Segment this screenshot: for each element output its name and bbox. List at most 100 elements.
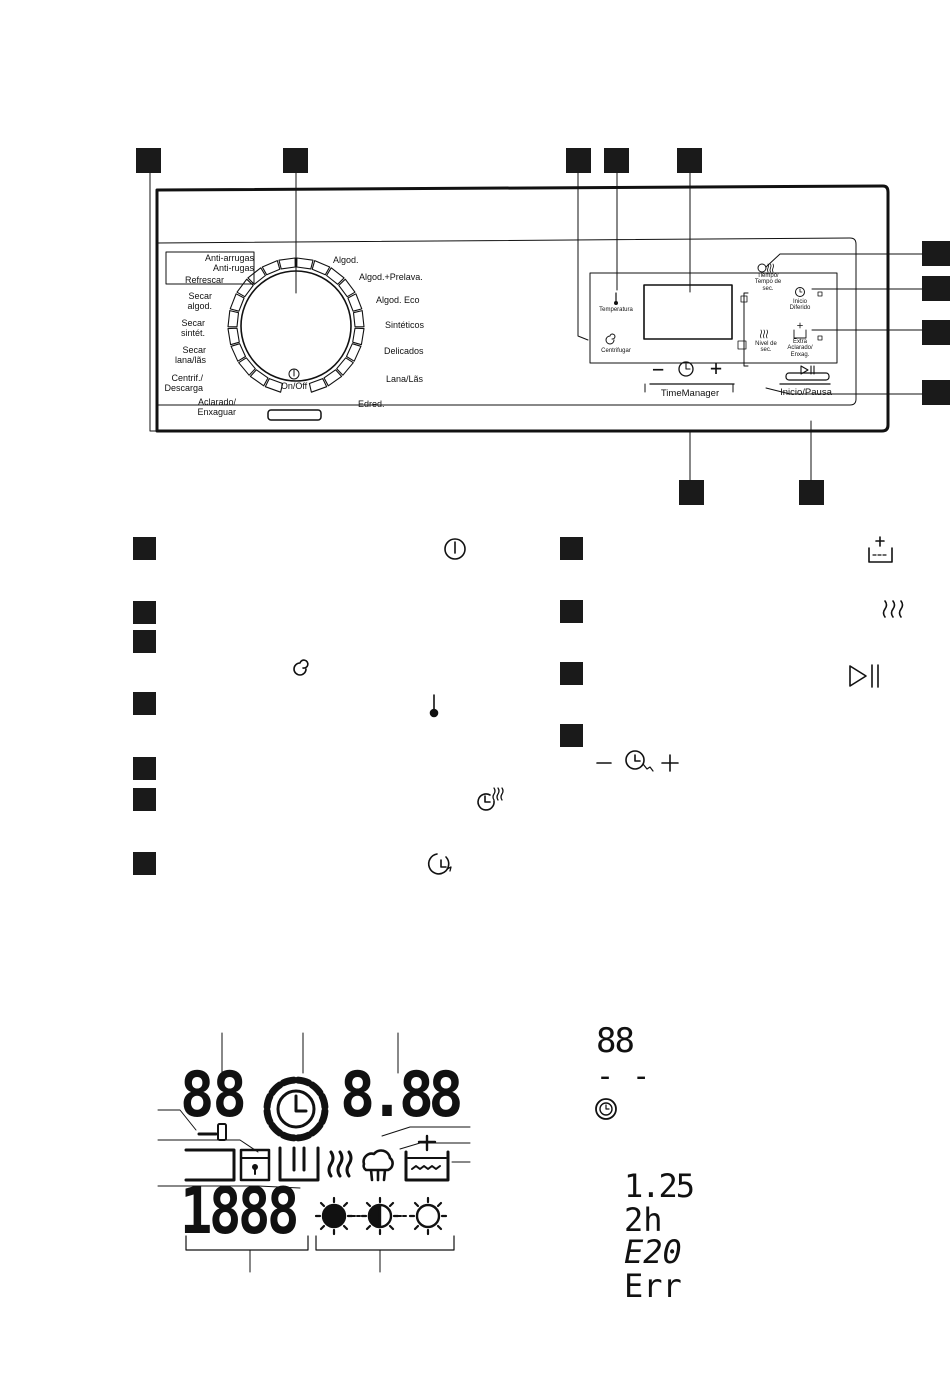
legend-marker-1 (133, 537, 156, 560)
lcd-clock-ring (263, 1076, 329, 1142)
lcd-ring-segment (279, 1076, 298, 1087)
lcd-ring-segment (308, 1121, 324, 1137)
lcd-ring-segment (294, 1076, 313, 1087)
lcd-lock-box (239, 1148, 271, 1182)
lcd-ring-segment (268, 1121, 284, 1137)
dial-tick (326, 267, 345, 285)
drying-level-icon (882, 600, 904, 618)
lcd-rinse-icon (404, 1150, 450, 1182)
power-icon (444, 538, 466, 560)
dial-tick (338, 278, 356, 298)
legend-marker-3 (133, 630, 156, 653)
program-label: Aclarado/ Enxaguar (197, 397, 236, 417)
dial-tick (345, 343, 362, 362)
leader-6 (765, 253, 923, 268)
dial-tick (230, 343, 247, 362)
lcd-top-left-digits: 88 (180, 1058, 247, 1131)
lcd-ring-segment (318, 1092, 329, 1111)
temperatura-label: Temperatura (599, 307, 633, 313)
callout-marker-2 (283, 148, 308, 173)
program-dial (240, 270, 352, 382)
dial-tick (261, 260, 281, 276)
right-sample-2: 2h (624, 1201, 663, 1239)
display-frame (589, 272, 838, 364)
program-label: Algod.+Prelava. (359, 272, 423, 282)
right-digits-88: 88 (596, 1021, 635, 1061)
callout-marker-9 (922, 380, 950, 405)
program-label: Algod. Eco (376, 295, 420, 305)
right-sample-1: 1.25 (624, 1167, 695, 1205)
dial-tick (323, 369, 343, 387)
lcd-ring-segment (308, 1081, 324, 1097)
on-off-button (267, 409, 322, 421)
program-label: Lana/Lãs (386, 374, 424, 384)
callout-marker-10 (679, 480, 704, 505)
callout-marker-1 (136, 148, 161, 173)
centrifugar-label: Centrifugar (601, 348, 631, 354)
right-clock-icon (595, 1098, 617, 1120)
callout-marker-11 (799, 480, 824, 505)
program-label: Anti-arrugas Anti-rugas (204, 253, 254, 273)
legend-marker-11 (560, 724, 583, 747)
legend-marker-5 (133, 757, 156, 780)
callout-marker-4 (604, 148, 629, 173)
display-window (643, 284, 733, 340)
thermometer-icon (429, 694, 439, 718)
power-icon-panel (288, 368, 300, 380)
tm-minus[interactable]: − (652, 357, 665, 381)
legend-marker-8 (560, 537, 583, 560)
lcd-clock (276, 1089, 316, 1129)
lcd-drying-waves (327, 1150, 353, 1178)
dial-tick (229, 293, 245, 312)
timemanager-label[interactable]: TimeManager (660, 388, 720, 399)
leader-9 (765, 387, 923, 395)
extra-rinse-icon (868, 536, 893, 563)
lcd-door-frame (184, 1148, 236, 1182)
dial-tick (227, 310, 240, 328)
dial-tick (347, 293, 363, 312)
lcd-ring-segment (263, 1107, 274, 1126)
dial-tick (227, 327, 240, 346)
lcd-ring-segment (268, 1081, 284, 1097)
program-label: Secar lana/lãs (174, 345, 206, 365)
lcd-top-right-digits: 8.88 (340, 1058, 463, 1131)
legend-marker-6 (133, 788, 156, 811)
inicio-pausa-label[interactable]: Inicio/Pausa (780, 387, 832, 398)
dial-tick (311, 260, 331, 276)
timemanager-icon (596, 750, 679, 772)
lcd-ring-segment (318, 1107, 329, 1126)
legend-marker-9 (560, 600, 583, 623)
lcd-ring-segment (263, 1092, 274, 1111)
program-label: Algod. (333, 255, 359, 265)
dial-tick (238, 357, 256, 376)
lcd-sun-full (314, 1196, 361, 1236)
tm-plus[interactable]: + (710, 356, 723, 380)
leader-1 (149, 172, 271, 432)
right-dashes: - - (596, 1059, 651, 1094)
lcd-ring-segment (294, 1131, 313, 1142)
delay-start-icon (427, 853, 452, 875)
leader-3 (577, 172, 589, 341)
dial-tick (296, 257, 314, 270)
right-sample-4: Err (624, 1267, 682, 1305)
dial-ticks (227, 257, 365, 393)
legend-marker-2 (133, 601, 156, 624)
panel-inner-frame (156, 237, 857, 406)
dial-tick (308, 378, 328, 393)
tiempo-label: Tiempo/ Tempo de sec. (754, 273, 782, 292)
on-off-label: On/Off (280, 381, 308, 391)
inicio-diferido-label: Inicio Diferido (789, 299, 811, 312)
legend-marker-7 (133, 852, 156, 875)
program-label: Secar algod. (187, 291, 212, 311)
lcd-steam-icon (362, 1149, 394, 1182)
callout-marker-3 (566, 148, 591, 173)
lcd-bottom-digits: 1888 (180, 1175, 299, 1249)
dial-tick (264, 378, 284, 393)
program-label: Edred. (358, 399, 385, 409)
dial-tick (249, 369, 269, 387)
lcd-pause-bars (278, 1146, 320, 1182)
program-label: Sintéticos (385, 320, 425, 330)
nivel-label: Nivel de sec. (755, 341, 777, 354)
lcd-ring-segment (279, 1131, 298, 1142)
